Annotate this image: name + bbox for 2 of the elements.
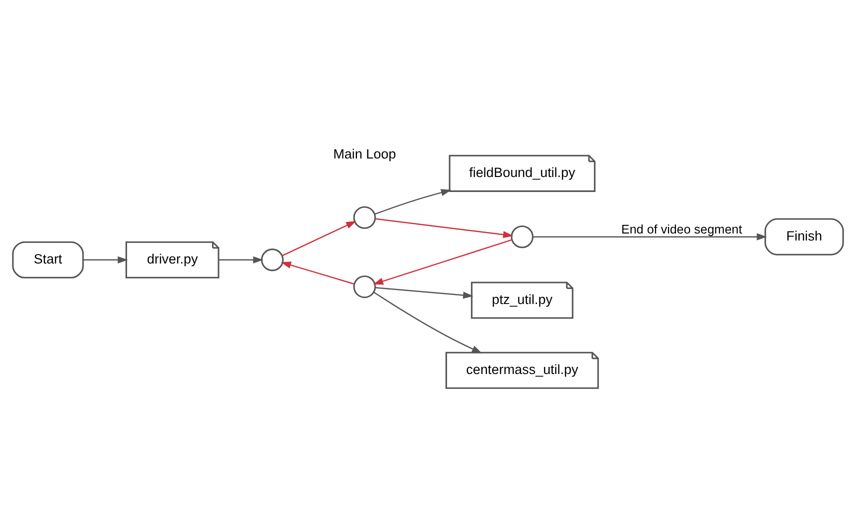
label: Main Loop xyxy=(333,146,396,162)
edge-label: End of video segment xyxy=(621,222,742,236)
